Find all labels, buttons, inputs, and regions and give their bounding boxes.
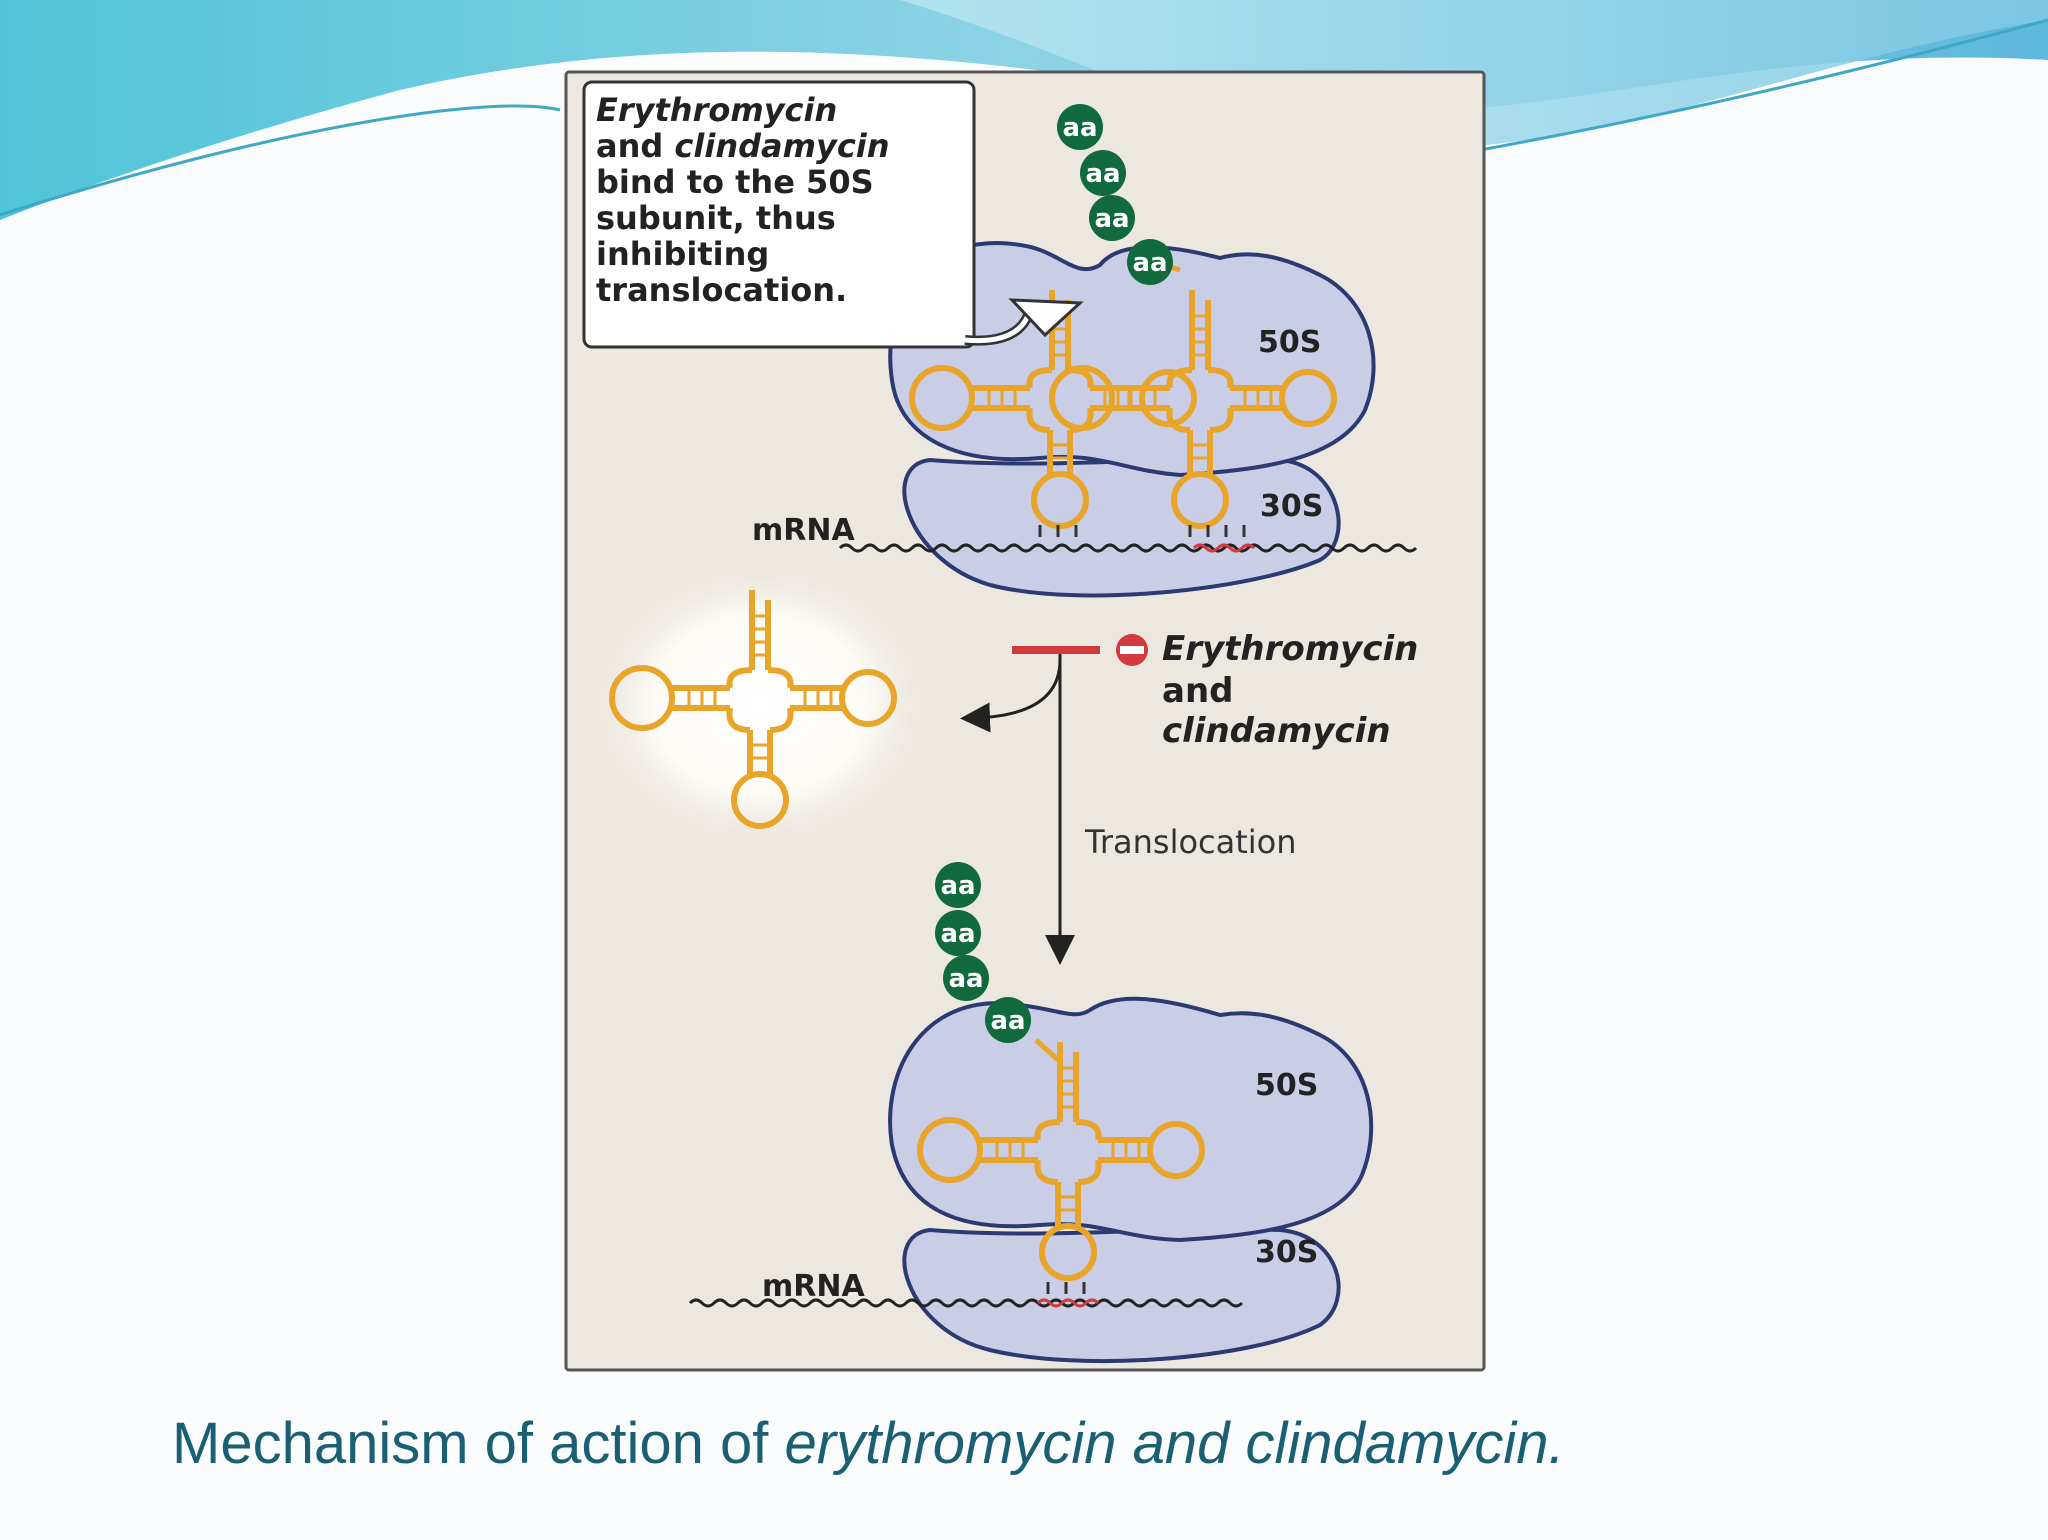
aa-label: aa (1094, 204, 1129, 234)
callout-line-2-pre: and (596, 127, 674, 165)
aa-label: aa (1085, 159, 1120, 189)
translocation-label: Translocation (1084, 823, 1297, 861)
callout-line-3: bind to the 50S (596, 163, 874, 201)
aa-bead (935, 910, 981, 956)
aa-label: aa (940, 871, 975, 901)
label-50s-top: 50S (1258, 325, 1321, 360)
aa-bead (1127, 239, 1173, 285)
aa-bead (1089, 195, 1135, 241)
caption-italic: erythromycin and clindamycin. (784, 1411, 1565, 1476)
mrna-strand-bottom (688, 1298, 1244, 1308)
aa-chain-bottom: aa aa aa aa (935, 862, 1060, 1062)
callout-line-5: inhibiting (596, 235, 769, 273)
callout-line-6: translocation. (596, 271, 847, 309)
translocation-arrow: Erythromycin and clindamycin Translocati… (960, 629, 1418, 965)
aa-bead (935, 862, 981, 908)
label-30s-top: 30S (1260, 489, 1323, 524)
inhibitor-line-2: and (1162, 671, 1234, 711)
mrna-label-bottom: mRNA (762, 1269, 865, 1304)
aa-label: aa (990, 1006, 1025, 1036)
caption-plain: Mechanism of action of (172, 1411, 785, 1476)
label-50s-bottom: 50S (1255, 1068, 1318, 1103)
large-subunit-bottom (888, 996, 1374, 1243)
callout-line-1: Erythromycin (596, 91, 837, 129)
mrna-label-top: mRNA (752, 513, 855, 548)
aa-label: aa (940, 919, 975, 949)
callout-box: Erythromycin and clindamycin bind to the… (582, 80, 1084, 349)
figure-panel: aa aa aa aa 50S 30S mRNA (564, 70, 1486, 1372)
aa-bead (985, 997, 1031, 1043)
released-trna (580, 555, 940, 855)
aa-label: aa (948, 964, 983, 994)
mrna-strand-top (838, 543, 1418, 553)
aa-bead (1057, 104, 1103, 150)
aa-chain-top: aa aa aa aa (1057, 104, 1173, 285)
callout-line-2-italic: clindamycin (674, 127, 889, 165)
small-subunit-top (902, 456, 1341, 598)
aa-label: aa (1132, 248, 1167, 278)
aa-bead (1080, 150, 1126, 196)
inhibitor-line-1: Erythromycin (1162, 629, 1418, 669)
aa-bead (943, 955, 989, 1001)
label-30s-bottom: 30S (1255, 1235, 1318, 1270)
callout-line-4: subunit, thus (596, 199, 836, 237)
ribosome-bottom: aa aa aa aa 50S 30S mRNA (688, 862, 1374, 1364)
svg-text:and clindamycin: and clindamycin (596, 127, 890, 165)
figure-caption: Mechanism of action of erythromycin and … (172, 1410, 1932, 1500)
inhibitor-line-3: clindamycin (1162, 711, 1391, 751)
aa-label: aa (1062, 113, 1097, 143)
